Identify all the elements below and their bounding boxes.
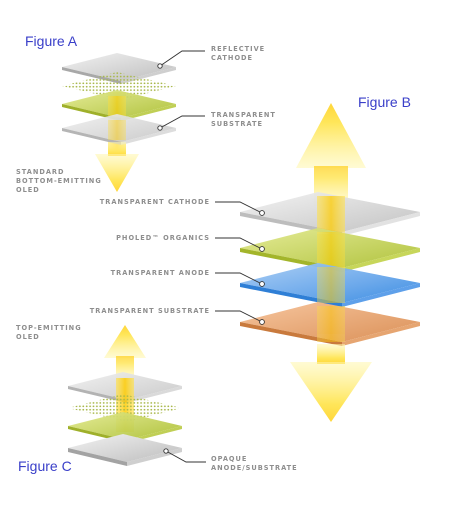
figure-c-title: Figure C (18, 458, 72, 474)
figure-c-opaque-anode-substrate-layer (68, 434, 182, 462)
leader-pholed-organics (215, 237, 263, 250)
figure-a-stack (62, 53, 176, 192)
leader-opaque-anode-substrate (165, 450, 206, 463)
leader-transparent-cathode (215, 201, 263, 214)
figure-a-organic-dots-layer (62, 72, 176, 100)
figure-c-organic-dots-layer (68, 394, 182, 422)
label-transparent-substrate-b: TRANSPARENT SUBSTRATE (89, 307, 210, 315)
label-top-emitting-oled: TOP-EMITTING OLED (16, 324, 82, 341)
figure-c-organic-layer (68, 412, 182, 440)
figure-a-reflective-cathode-layer (62, 53, 176, 81)
label-transparent-anode: TRANSPARENT ANODE (110, 269, 210, 277)
figure-c-arrow-up (104, 325, 146, 358)
leader-lines (157, 50, 265, 463)
label-standard-bottom-emitting-oled: STANDARD BOTTOM-EMITTING OLED (16, 168, 102, 194)
figure-b-title: Figure B (358, 94, 411, 110)
leader-transparent-substrate-b (215, 310, 263, 323)
figure-b-arrow-up (296, 103, 366, 168)
figure-b-arrow-down (290, 362, 372, 422)
figure-a-title: Figure A (25, 33, 78, 49)
label-reflective-cathode: REFLECTIVE CATHODE (211, 45, 266, 62)
figure-a-arrow-down (95, 154, 139, 192)
figure-b-stack (240, 103, 420, 422)
label-opaque-anode-substrate: OPAQUE ANODE/SUBSTRATE (211, 455, 298, 472)
leader-transparent-anode (215, 272, 263, 285)
leader-transparent-substrate-a (159, 115, 205, 129)
label-transparent-cathode: TRANSPARENT CATHODE (99, 198, 210, 206)
label-pholed-organics: PHOLED™ ORGANICS (116, 234, 210, 242)
figure-c-stack (68, 325, 182, 466)
label-transparent-substrate-a: TRANSPARENT SUBSTRATE (211, 111, 276, 128)
leader-reflective-cathode (159, 50, 205, 67)
